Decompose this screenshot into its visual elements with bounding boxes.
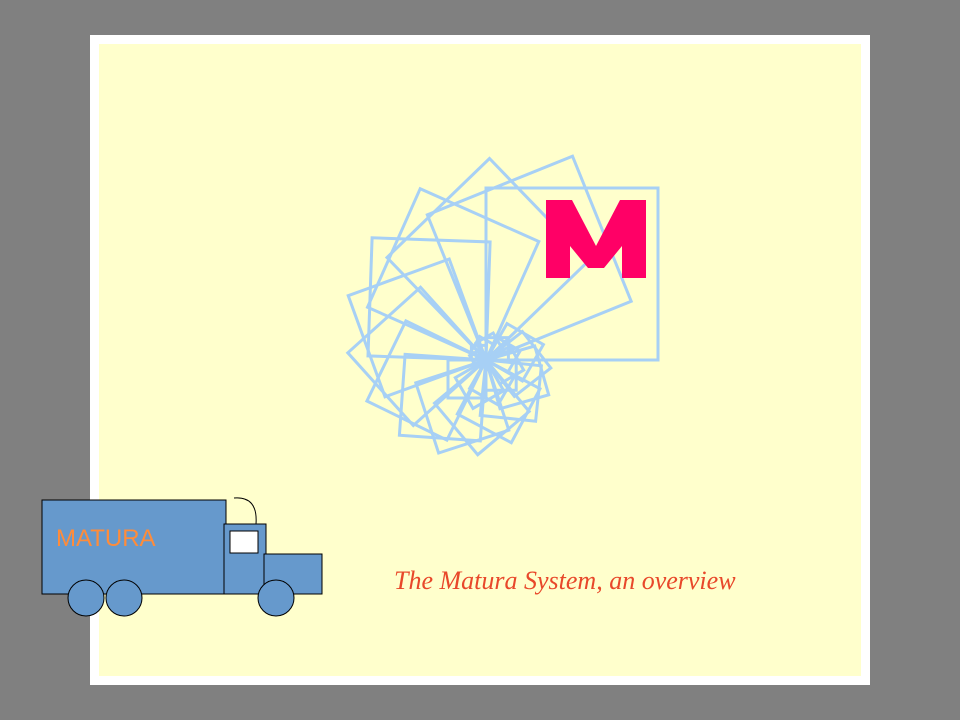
spiral-squares-logo-icon — [345, 154, 660, 457]
spiral-inner-square — [467, 347, 489, 369]
slide-subtitle: The Matura System, an overview — [394, 566, 736, 595]
spiral-square — [483, 329, 553, 399]
spiral-square — [384, 156, 591, 363]
spiral-square — [346, 257, 488, 399]
spiral-square — [366, 236, 492, 362]
delivery-truck-icon: MATURA — [41, 497, 323, 617]
logo-m-letter-icon — [546, 200, 646, 278]
spiral-square — [484, 186, 660, 362]
spiral-square — [397, 352, 488, 443]
spiral-square — [365, 186, 541, 362]
spiral-inner-square — [469, 334, 497, 363]
spiral-square — [345, 285, 489, 428]
spiral-square — [364, 318, 489, 443]
spiral-square — [425, 154, 634, 362]
truck-label: MATURA — [56, 525, 156, 552]
spiral-inner-square — [471, 353, 489, 371]
